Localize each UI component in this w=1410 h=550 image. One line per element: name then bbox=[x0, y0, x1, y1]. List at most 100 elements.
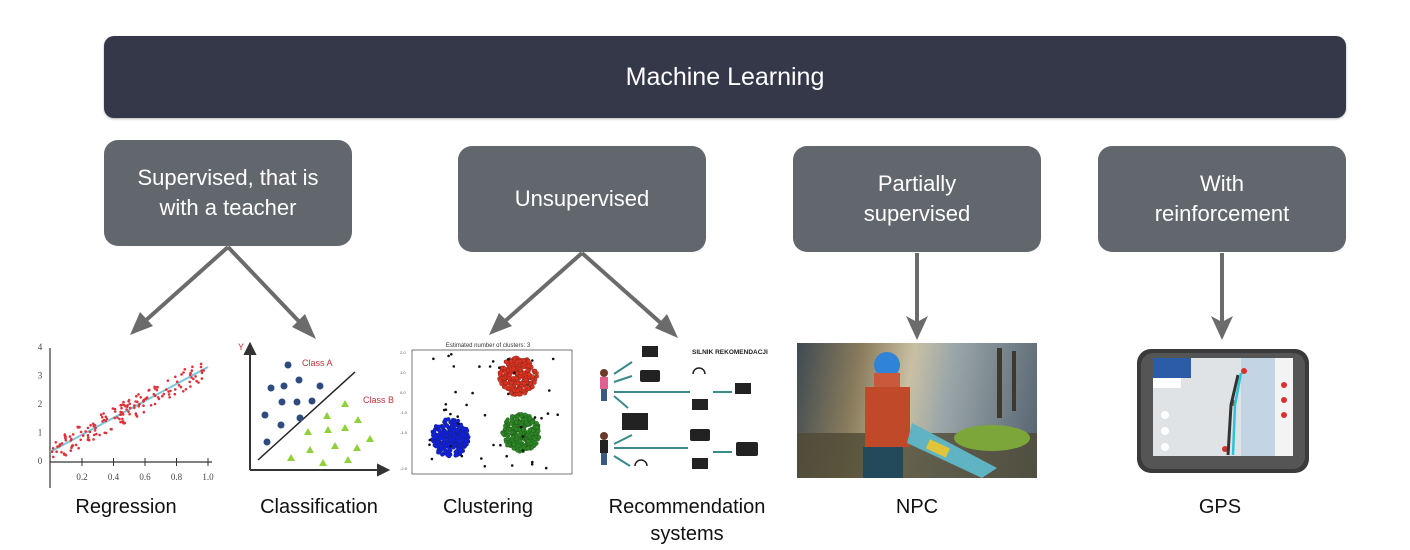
scatter-point bbox=[152, 392, 156, 396]
noise-point bbox=[530, 463, 534, 466]
cluster-point bbox=[450, 424, 455, 430]
example-label-gps: GPS bbox=[1170, 494, 1270, 521]
noise-point bbox=[454, 390, 457, 394]
noise-point bbox=[483, 413, 487, 417]
noise-point bbox=[452, 365, 456, 368]
example-label-recommendation: Recommendation systems bbox=[582, 494, 792, 548]
scatter-point bbox=[174, 375, 177, 379]
cluster-point bbox=[525, 368, 530, 373]
cluster-point bbox=[443, 448, 448, 453]
noise-point bbox=[432, 357, 435, 361]
category-label-line: with a teacher bbox=[159, 195, 297, 220]
scatter-point bbox=[145, 396, 149, 399]
cluster-point bbox=[503, 370, 508, 375]
scatter-point bbox=[74, 443, 78, 447]
arrow-to-clustering bbox=[493, 251, 584, 332]
scatter-point bbox=[156, 385, 159, 389]
scatter-point bbox=[93, 424, 97, 427]
cluster-point bbox=[514, 375, 519, 381]
cluster-point bbox=[532, 440, 537, 445]
scatter-point bbox=[79, 438, 82, 442]
cluster-point bbox=[521, 358, 526, 363]
scatter-point bbox=[127, 410, 130, 413]
speaker-icon bbox=[690, 429, 710, 441]
scatter-point bbox=[125, 408, 128, 411]
scatter-point bbox=[92, 438, 95, 441]
scatter-point bbox=[153, 387, 157, 390]
cluster-point bbox=[430, 433, 436, 438]
scatter-point bbox=[119, 404, 123, 407]
scatter-point bbox=[86, 426, 90, 430]
cluster-point bbox=[505, 436, 510, 441]
cluster-point bbox=[522, 381, 527, 386]
cluster-point bbox=[515, 448, 520, 453]
cluster-point bbox=[517, 433, 522, 438]
scatter-point bbox=[137, 393, 140, 396]
cluster-point bbox=[532, 380, 537, 385]
cluster-point bbox=[501, 431, 506, 437]
arrowhead-icon bbox=[1211, 316, 1233, 340]
scatter-point bbox=[71, 433, 75, 436]
scatter-point bbox=[165, 388, 168, 391]
noise-point bbox=[449, 412, 452, 416]
cluster-point bbox=[433, 424, 439, 429]
cluster-point bbox=[436, 428, 442, 433]
scatter-point bbox=[122, 403, 126, 407]
noise-point bbox=[460, 454, 464, 458]
headphones-icon bbox=[692, 367, 706, 375]
example-label-regression: Regression bbox=[56, 494, 196, 521]
cluster-point bbox=[461, 427, 466, 432]
cluster-point bbox=[430, 436, 436, 442]
label-text: Regression bbox=[75, 496, 177, 518]
cluster-point bbox=[518, 439, 523, 444]
noise-point bbox=[513, 371, 516, 374]
noise-point bbox=[465, 403, 468, 407]
cluster-point bbox=[525, 432, 530, 438]
cluster-point bbox=[453, 442, 458, 448]
scatter-point bbox=[102, 418, 106, 422]
noise-point bbox=[510, 464, 514, 467]
label-text: Classification bbox=[260, 496, 378, 518]
scatter-point bbox=[179, 385, 183, 389]
person-icon bbox=[600, 369, 608, 401]
scatter-point bbox=[120, 420, 124, 424]
cluster-point bbox=[520, 427, 526, 432]
scatter-point bbox=[120, 406, 123, 410]
scatter-point bbox=[147, 389, 150, 392]
category-supervised: Supervised, that is with a teacher bbox=[104, 140, 352, 246]
scatter-point bbox=[180, 373, 183, 376]
scatter-point bbox=[184, 388, 188, 391]
noise-point bbox=[449, 445, 452, 448]
cluster-point bbox=[531, 428, 536, 433]
cluster-point bbox=[515, 381, 521, 386]
cluster-point bbox=[454, 449, 459, 454]
example-label-classification: Classification bbox=[240, 494, 398, 521]
category-label-line: Unsupervised bbox=[514, 186, 650, 211]
scatter-point bbox=[68, 435, 72, 438]
x-tick-label: 0.8 bbox=[171, 472, 183, 482]
noise-point bbox=[428, 443, 431, 446]
cluster-point bbox=[458, 447, 463, 452]
arrowhead-icon bbox=[292, 314, 316, 339]
scatter-point bbox=[55, 450, 58, 453]
y-axis-label: Y bbox=[238, 342, 244, 352]
cluster-point bbox=[512, 356, 517, 361]
svg-text:2.0: 2.0 bbox=[400, 350, 406, 355]
cluster-point bbox=[517, 358, 523, 364]
scatter-point bbox=[142, 410, 146, 414]
noise-point bbox=[521, 449, 525, 452]
cluster-point bbox=[460, 432, 465, 438]
category-label-line: supervised bbox=[863, 201, 971, 226]
cluster-point bbox=[530, 384, 535, 390]
noise-point bbox=[430, 457, 434, 461]
noise-point bbox=[540, 416, 543, 420]
scatter-point bbox=[182, 390, 185, 393]
scatter-point bbox=[56, 445, 59, 448]
class-a-label: Class A bbox=[302, 358, 333, 368]
scatter-point bbox=[202, 369, 205, 372]
cluster-point bbox=[526, 363, 531, 368]
svg-text:-1.0: -1.0 bbox=[400, 410, 408, 415]
cluster-point bbox=[443, 443, 448, 449]
cluster-point bbox=[440, 452, 445, 457]
